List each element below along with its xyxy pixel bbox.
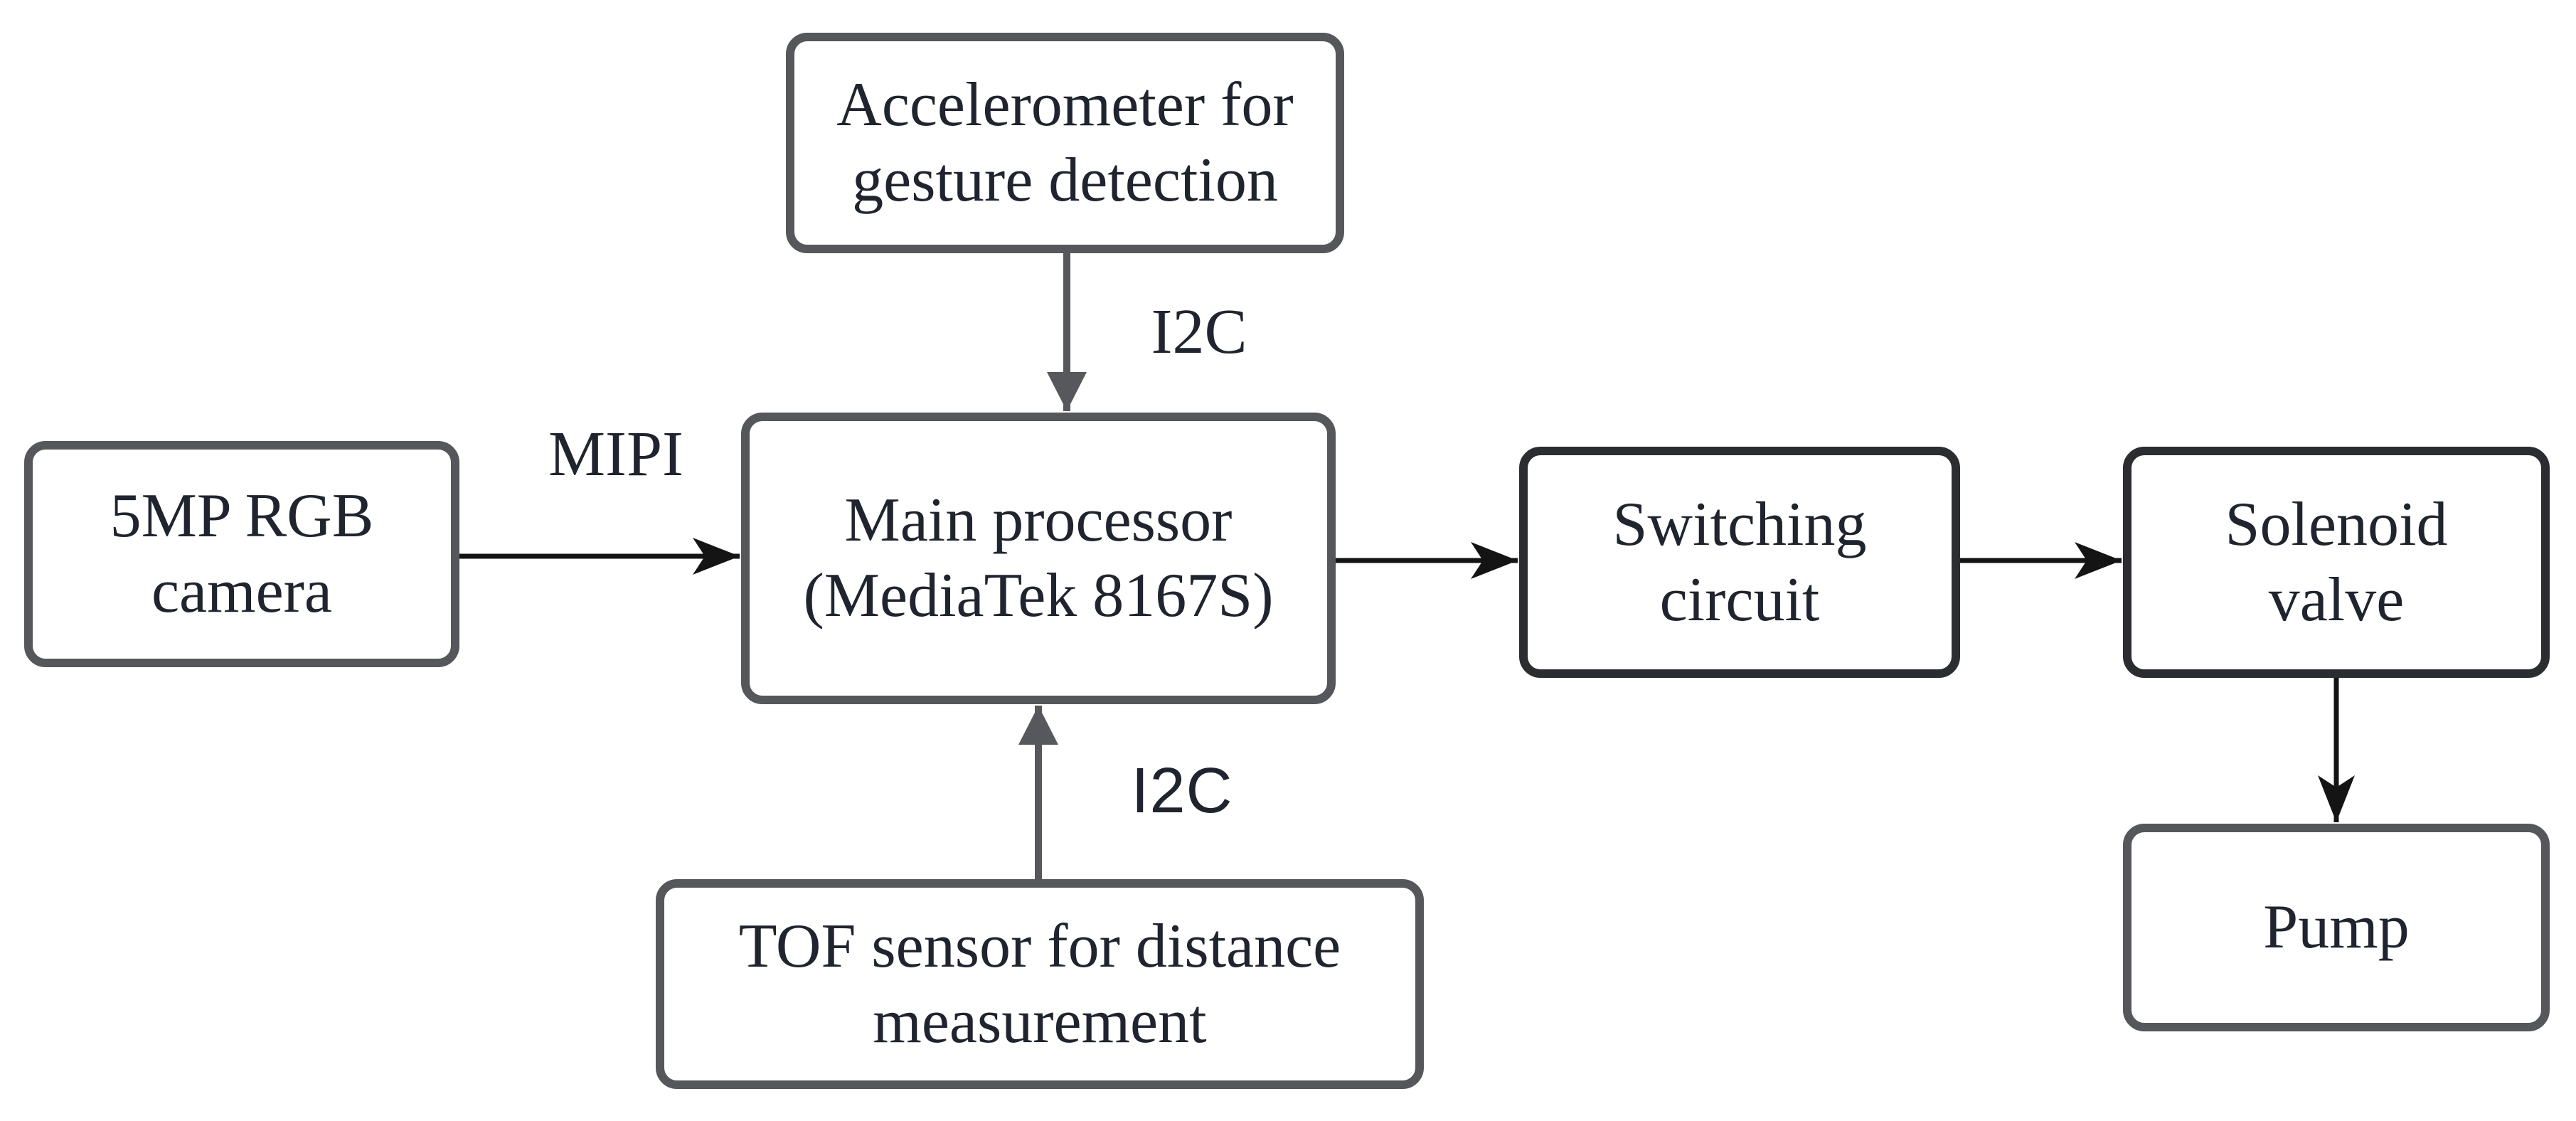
- box-main-processor-label: Main processor (MediaTek 8167S): [803, 486, 1274, 630]
- box-accelerometer-label: Accelerometer for gesture detection: [836, 70, 1294, 215]
- edge-label-mipi: MIPI: [548, 419, 684, 489]
- box-solenoid-valve: Solenoid valve: [2123, 447, 2550, 678]
- box-camera: 5MP RGB camera: [24, 441, 459, 667]
- box-main-processor: Main processor (MediaTek 8167S): [741, 413, 1336, 704]
- box-tof-sensor-label: TOF sensor for distance measurement: [738, 911, 1341, 1056]
- box-tof-sensor: TOF sensor for distance measurement: [656, 879, 1424, 1089]
- box-pump: Pump: [2123, 824, 2550, 1031]
- box-accelerometer: Accelerometer for gesture detection: [786, 33, 1344, 253]
- box-solenoid-valve-label: Solenoid valve: [2225, 489, 2448, 634]
- box-pump-label: Pump: [2263, 893, 2410, 962]
- edge-label-i2c-top: I2C: [1151, 297, 1247, 367]
- box-switching-circuit-label: Switching circuit: [1612, 489, 1867, 634]
- box-switching-circuit: Switching circuit: [1519, 447, 1960, 678]
- box-camera-label: 5MP RGB camera: [110, 482, 374, 626]
- edge-label-i2c-bottom: I2C: [1131, 755, 1233, 827]
